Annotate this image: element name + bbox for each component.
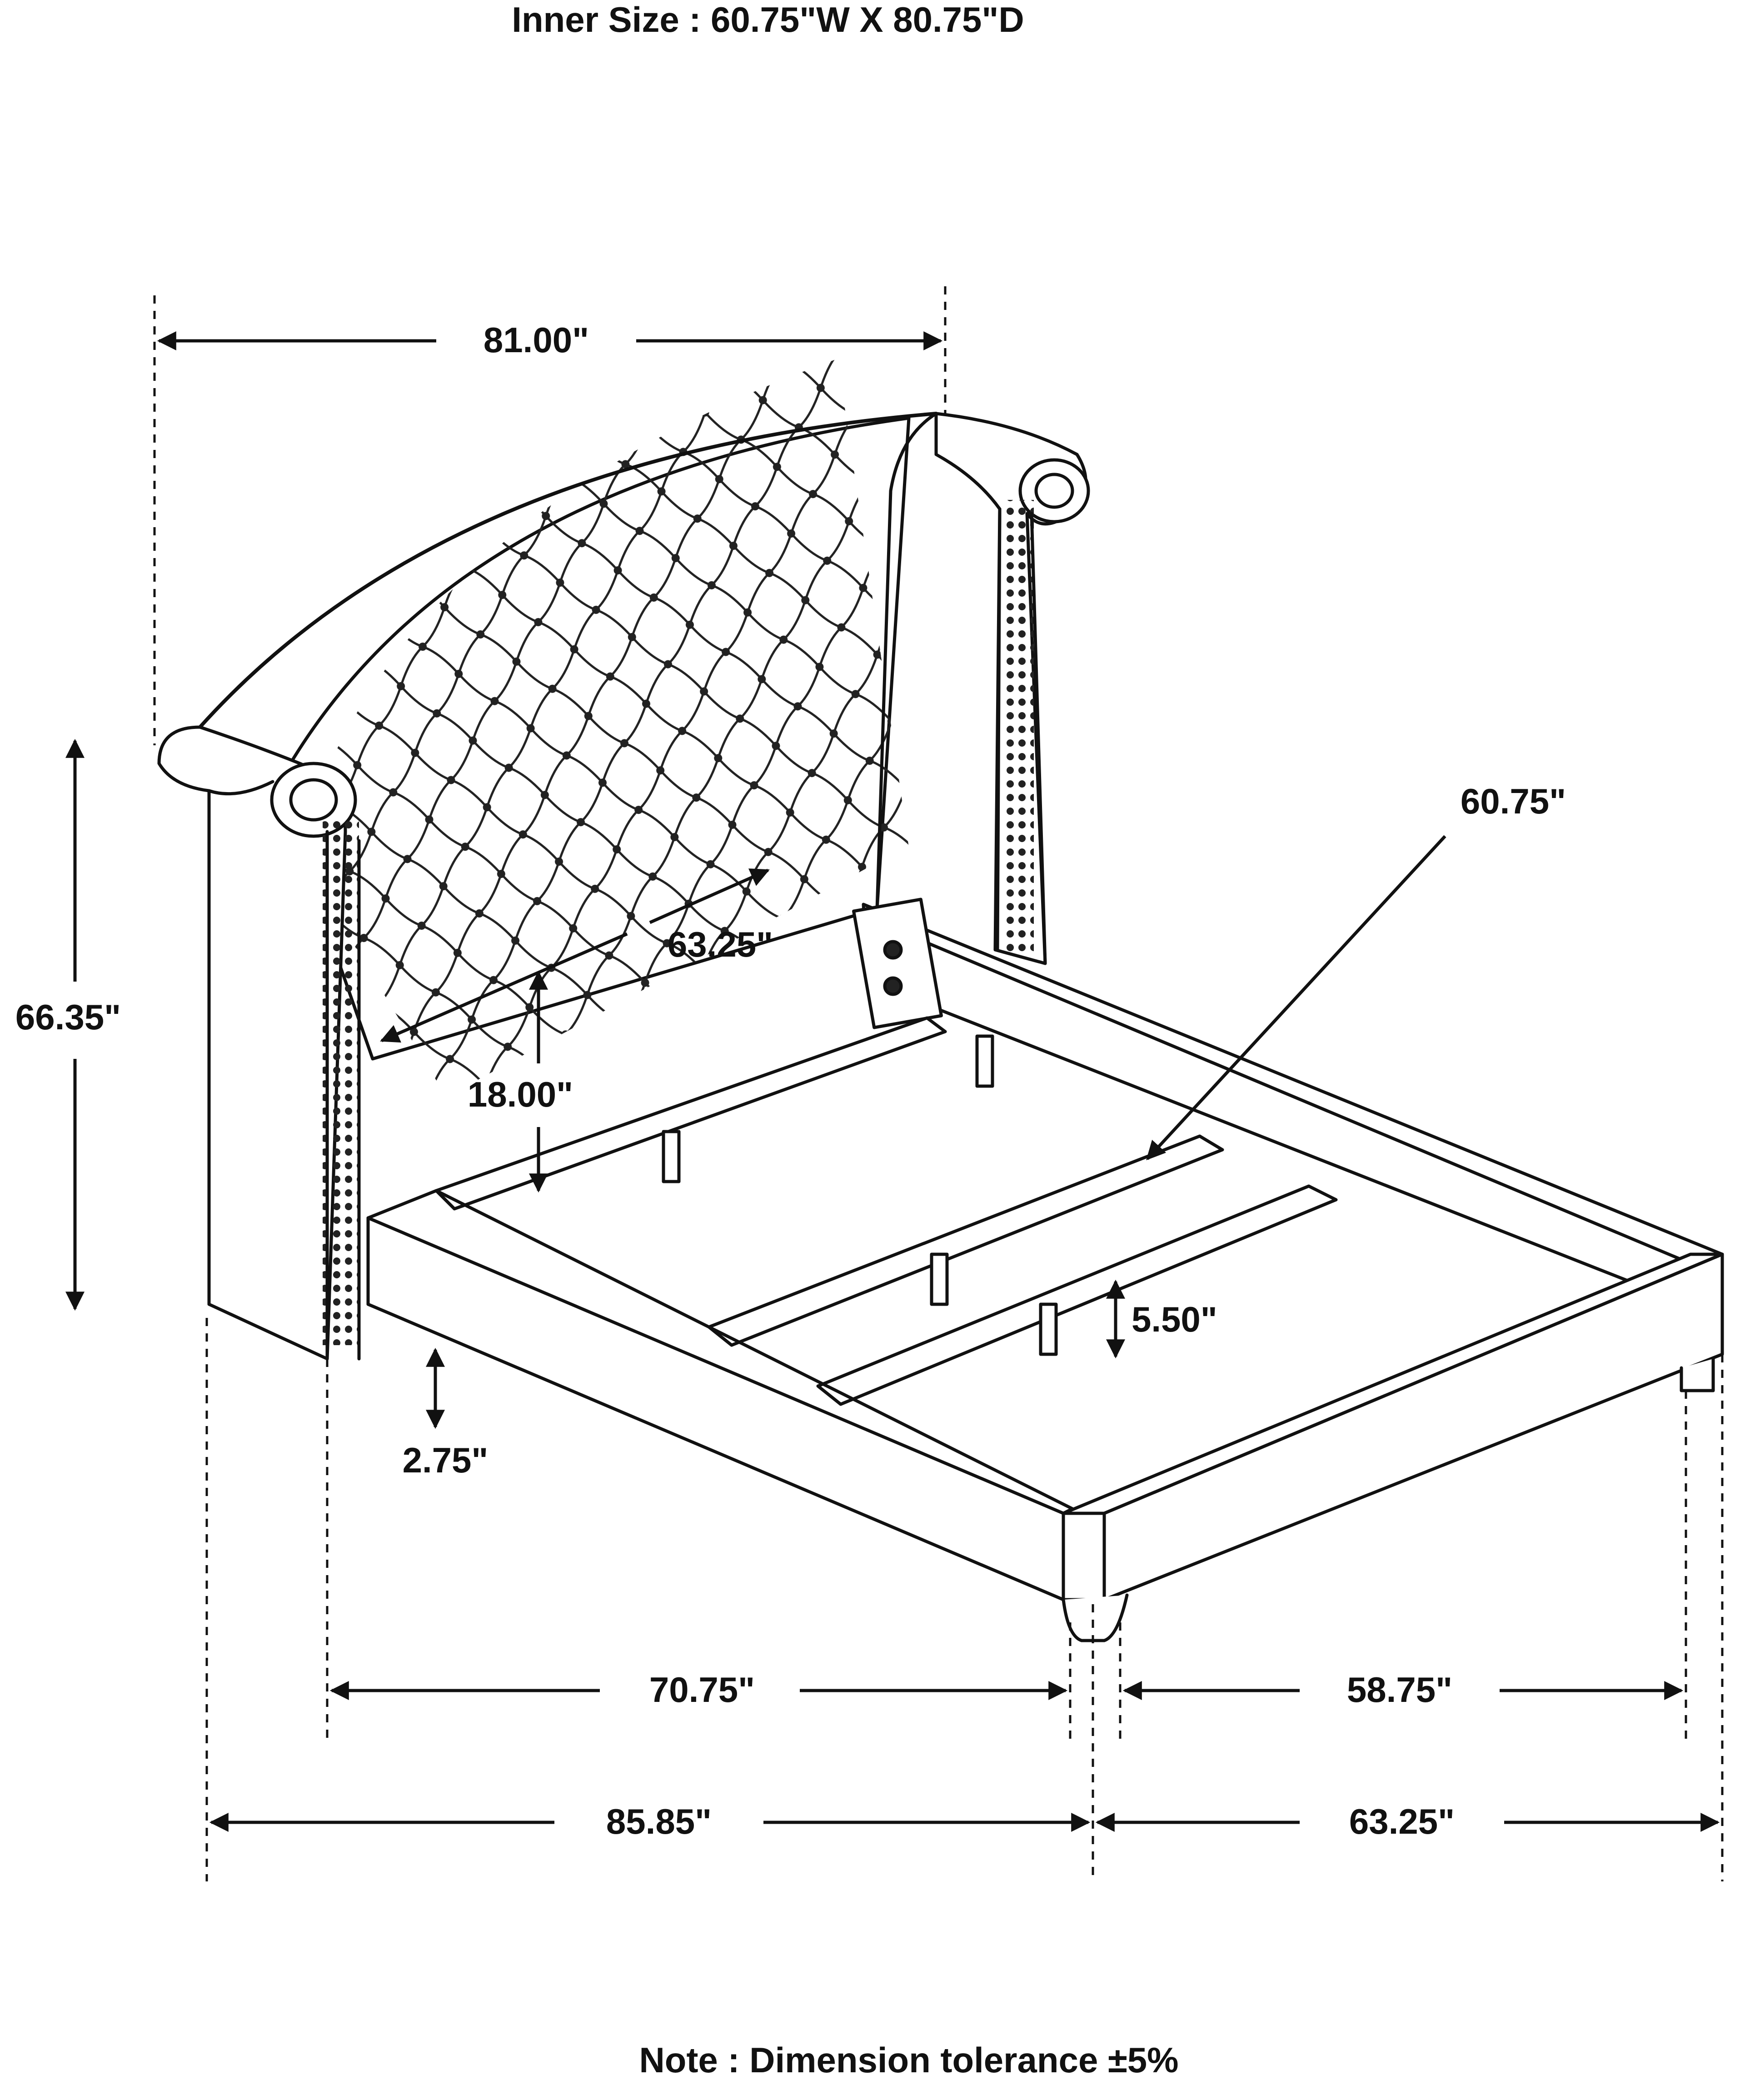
dim-headboard-height: 66.35" [15,997,121,1037]
dim-clearance: 2.75" [403,1440,489,1480]
dim-overall-width: 81.00" [484,320,589,360]
dim-headboard-inner-width: 63.25" [668,924,773,964]
inner-size-heading: Inner Size : 60.75"W X 80.75"D [512,0,1024,40]
headboard-rail [852,898,1724,1320]
left-wing-post [157,725,361,1361]
dim-inner-footboard-width: 58.75" [1347,1670,1452,1710]
dim-rail-height: 5.50" [1132,1299,1217,1339]
dim-inner-length: 70.75" [649,1670,755,1710]
dim-headboard-panel-height: 18.00" [468,1074,573,1114]
dimension-lines [65,286,1724,1881]
bed-illustration [157,359,1724,1642]
bed-slats [434,1016,1338,1406]
frame-rails [366,1189,1724,1642]
tolerance-note: Note : Dimension tolerance ±5% [639,2040,1178,2080]
dim-overall-footboard-width: 63.25" [1349,1801,1455,1841]
right-wing-post [875,412,1090,965]
dim-overall-length: 85.85" [606,1801,712,1841]
dim-inner-width: 60.75" [1461,781,1566,821]
